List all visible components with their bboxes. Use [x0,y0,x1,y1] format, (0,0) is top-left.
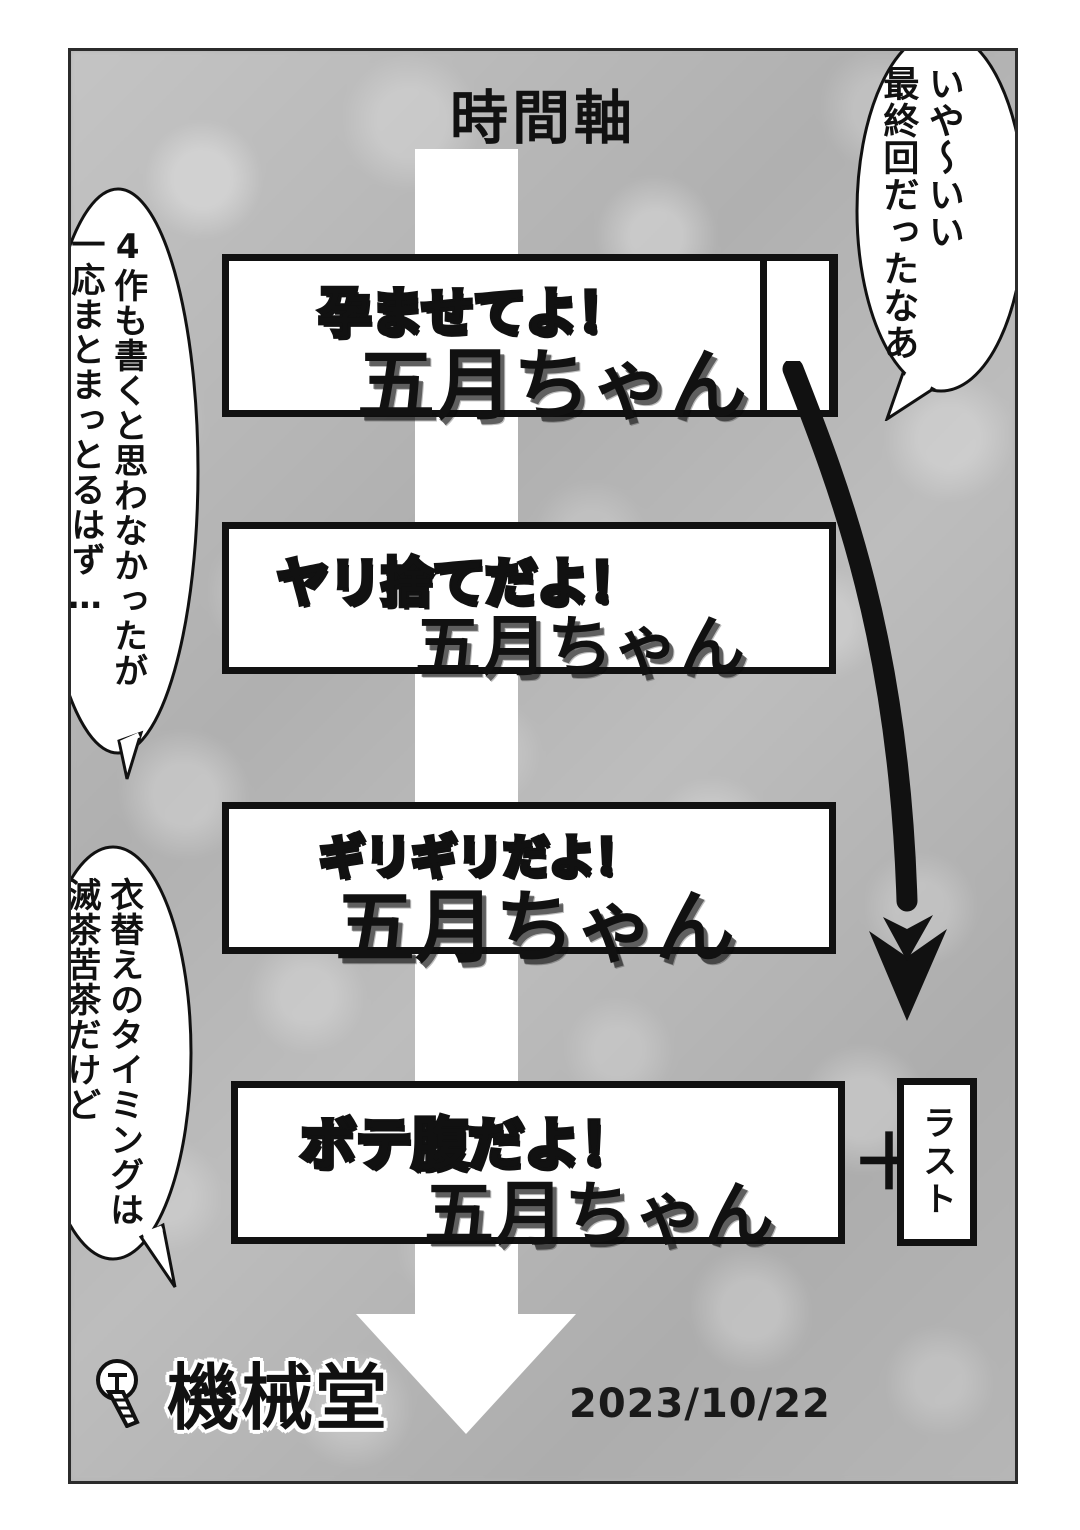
banner-3-line1: ギリギリだよ！ [317,828,644,887]
date-stamp: 2023/10/22 [569,1381,831,1427]
banner-4[interactable]: ボテ腹だよ！ 五月ちゃん [231,1081,845,1255]
timeline-down-arrow-icon [356,1314,576,1434]
logo: 機械堂 [89,1339,389,1444]
speech-bubble-top-right-text: いや〜いい 最終回だったなあ [877,65,964,361]
speech-bubble-left-top-text: 4作も書くと思わなかったが 一応まとまっとるはず… [68,227,148,688]
banner-1-line2: 五月ちゃん [357,341,748,431]
last-label-box: ラスト [897,1078,977,1246]
bolt-screw-icon [96,1358,140,1428]
banner-1-extra-panel [760,254,838,417]
last-label: ラスト [916,1105,957,1219]
banner-3-line2: 五月ちゃん [335,881,735,974]
banner-2[interactable]: ヤリ捨てだよ！ 五月ちゃん [222,522,836,685]
banner-1[interactable]: 孕ませてよ！ 五月ちゃん [222,254,836,431]
banner-4-line2: 五月ちゃん [424,1173,774,1255]
speech-bubble-top-right: いや〜いい 最終回だったなあ [841,51,1015,423]
bubble-shape [71,845,193,1288]
banner-2-line2: 五月ちゃん [415,608,745,685]
bubble-shape [855,51,1015,423]
speech-bubble-left-bottom: 衣替えのタイミングは 滅茶苦茶だけど [68,841,203,1291]
curved-arrow-icon [782,361,947,1021]
speech-bubble-left-bottom-text: 衣替えのタイミングは 滅茶苦茶だけど [68,877,144,1227]
banner-4-line1: ボテ腹だよ！ [298,1111,639,1181]
logo-text: 機械堂 [167,1356,390,1440]
bubble-shape [71,187,200,780]
comic-page: 時間軸 孕ませてよ！ 五月ちゃん ヤリ捨てだよ！ 五月ちゃん ギリギリだよ！ 五… [68,48,1018,1484]
banner-1-line1: 孕ませてよ！ [316,282,631,347]
banner-2-line1: ヤリ捨てだよ！ [274,552,643,617]
page-title: 時間軸 [449,84,636,152]
banner-3[interactable]: ギリギリだよ！ 五月ちゃん [222,802,836,974]
speech-bubble-left-top: 4作も書くと思わなかったが 一応まとまっとるはず… [68,181,213,781]
